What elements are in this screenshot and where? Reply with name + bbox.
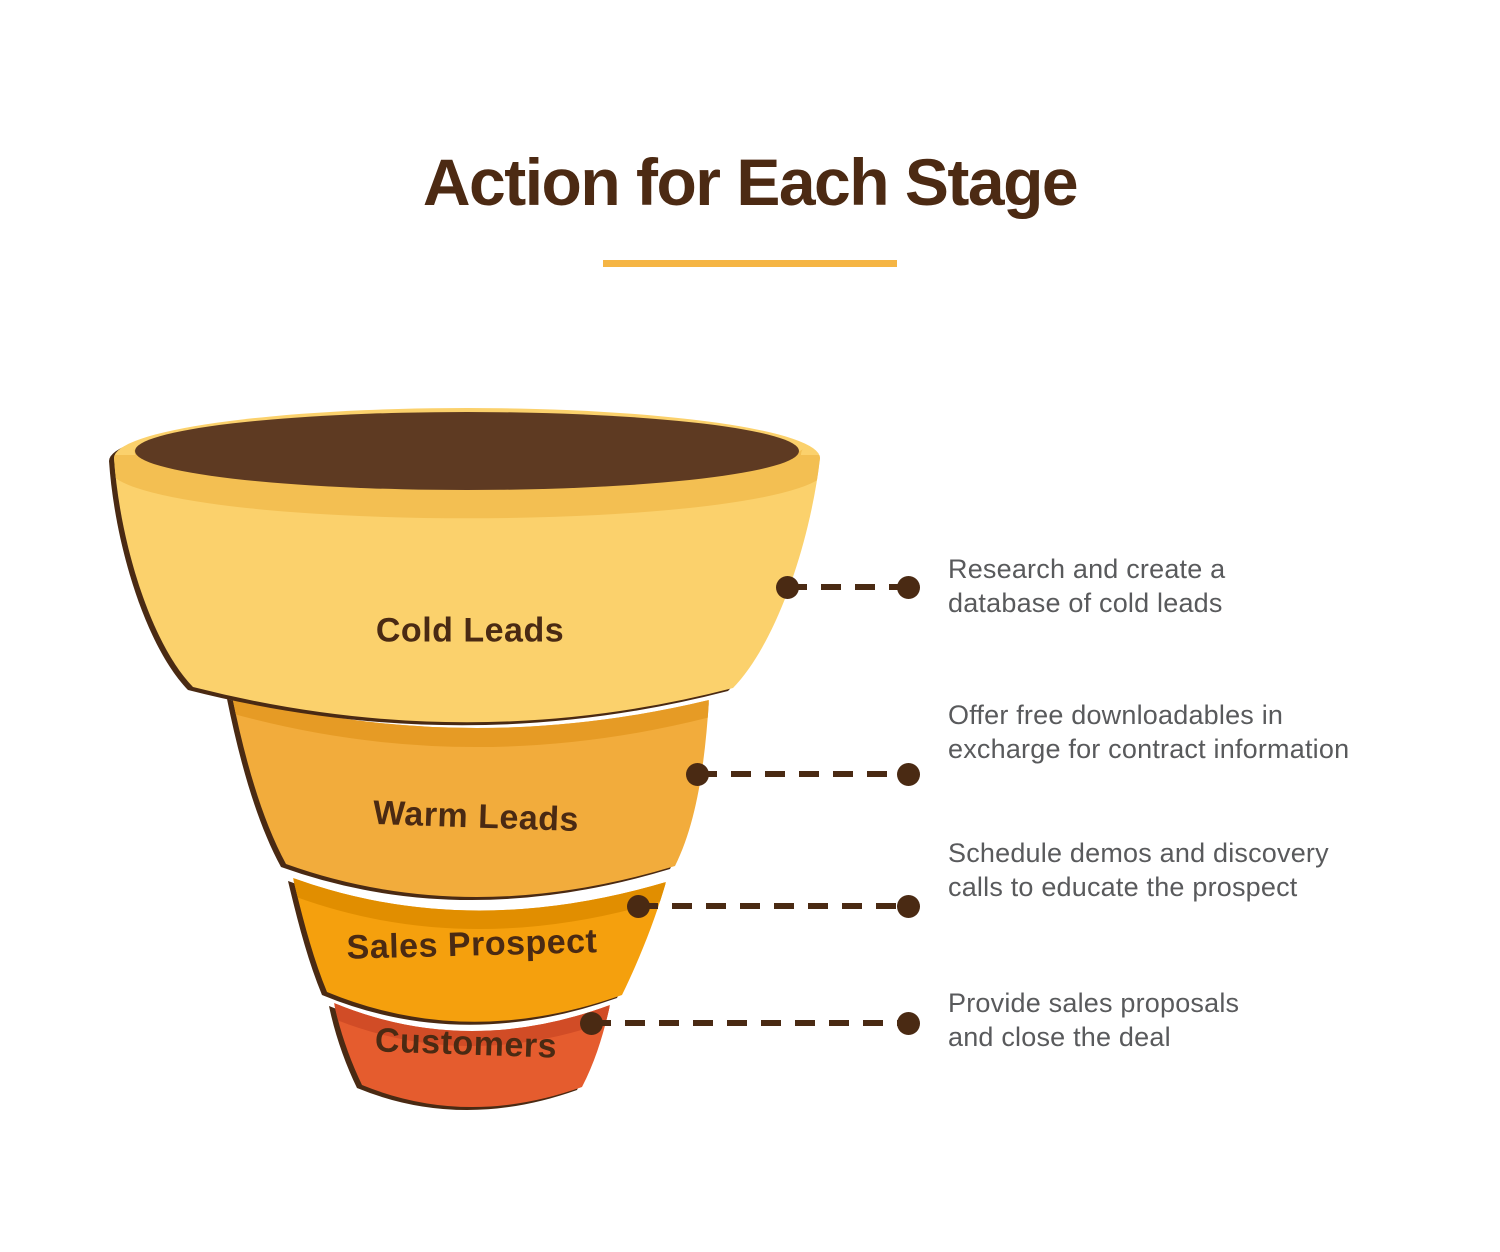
action-text-cold-leads: Research and create a database of cold l… [948, 552, 1225, 620]
stage-label-sales-prospect: Sales Prospect [346, 922, 598, 967]
connector-end-dot [897, 895, 920, 918]
connector-dashed-line [638, 903, 908, 909]
funnel-opening [135, 412, 799, 490]
connector-dashed-line [787, 584, 908, 590]
connector-start-dot [686, 763, 709, 786]
action-line: Provide sales proposals [948, 988, 1240, 1018]
connector-start-dot [627, 895, 650, 918]
action-line: excharge for contract information [948, 734, 1350, 764]
action-line: and close the deal [948, 1022, 1171, 1052]
connector-end-dot [897, 763, 920, 786]
action-text-customers: Provide sales proposals and close the de… [948, 986, 1239, 1054]
title-underline-bar [603, 260, 897, 267]
stage-cold-rim-shade [114, 448, 820, 519]
funnel-stage-warm-leads [227, 696, 709, 901]
stage-label-customers: Customers [374, 1021, 558, 1066]
action-line: calls to educate the prospect [948, 872, 1298, 902]
connector-end-dot [897, 1012, 920, 1035]
action-text-sales-prospect: Schedule demos and discovery calls to ed… [948, 836, 1329, 904]
action-line: Research and create a [948, 554, 1226, 584]
connector-dashed-line [591, 1020, 908, 1026]
stage-warm-top-shade [232, 696, 709, 748]
funnel-stage-cold-leads [109, 408, 820, 726]
connector-start-dot [580, 1012, 603, 1035]
action-line: Schedule demos and discovery [948, 838, 1329, 868]
stage-customers-top-shade [334, 1003, 610, 1046]
stage-label-warm-leads: Warm Leads [372, 793, 580, 840]
stage-warm-shape [232, 696, 709, 898]
connector-end-dot [897, 576, 920, 599]
page-title: Action for Each Stage [422, 145, 1079, 219]
funnel-stage-customers [329, 1003, 610, 1111]
action-line: database of cold leads [948, 588, 1223, 618]
stage-label-cold-leads: Cold Leads [375, 611, 565, 650]
action-text-warm-leads: Offer free downloadables in excharge for… [948, 698, 1349, 766]
connector-start-dot [776, 576, 799, 599]
connector-dashed-line [697, 771, 908, 777]
action-line: Offer free downloadables in [948, 700, 1284, 730]
stage-sales-top-shade [293, 878, 666, 929]
funnel-stage-sales-prospect [288, 878, 666, 1025]
